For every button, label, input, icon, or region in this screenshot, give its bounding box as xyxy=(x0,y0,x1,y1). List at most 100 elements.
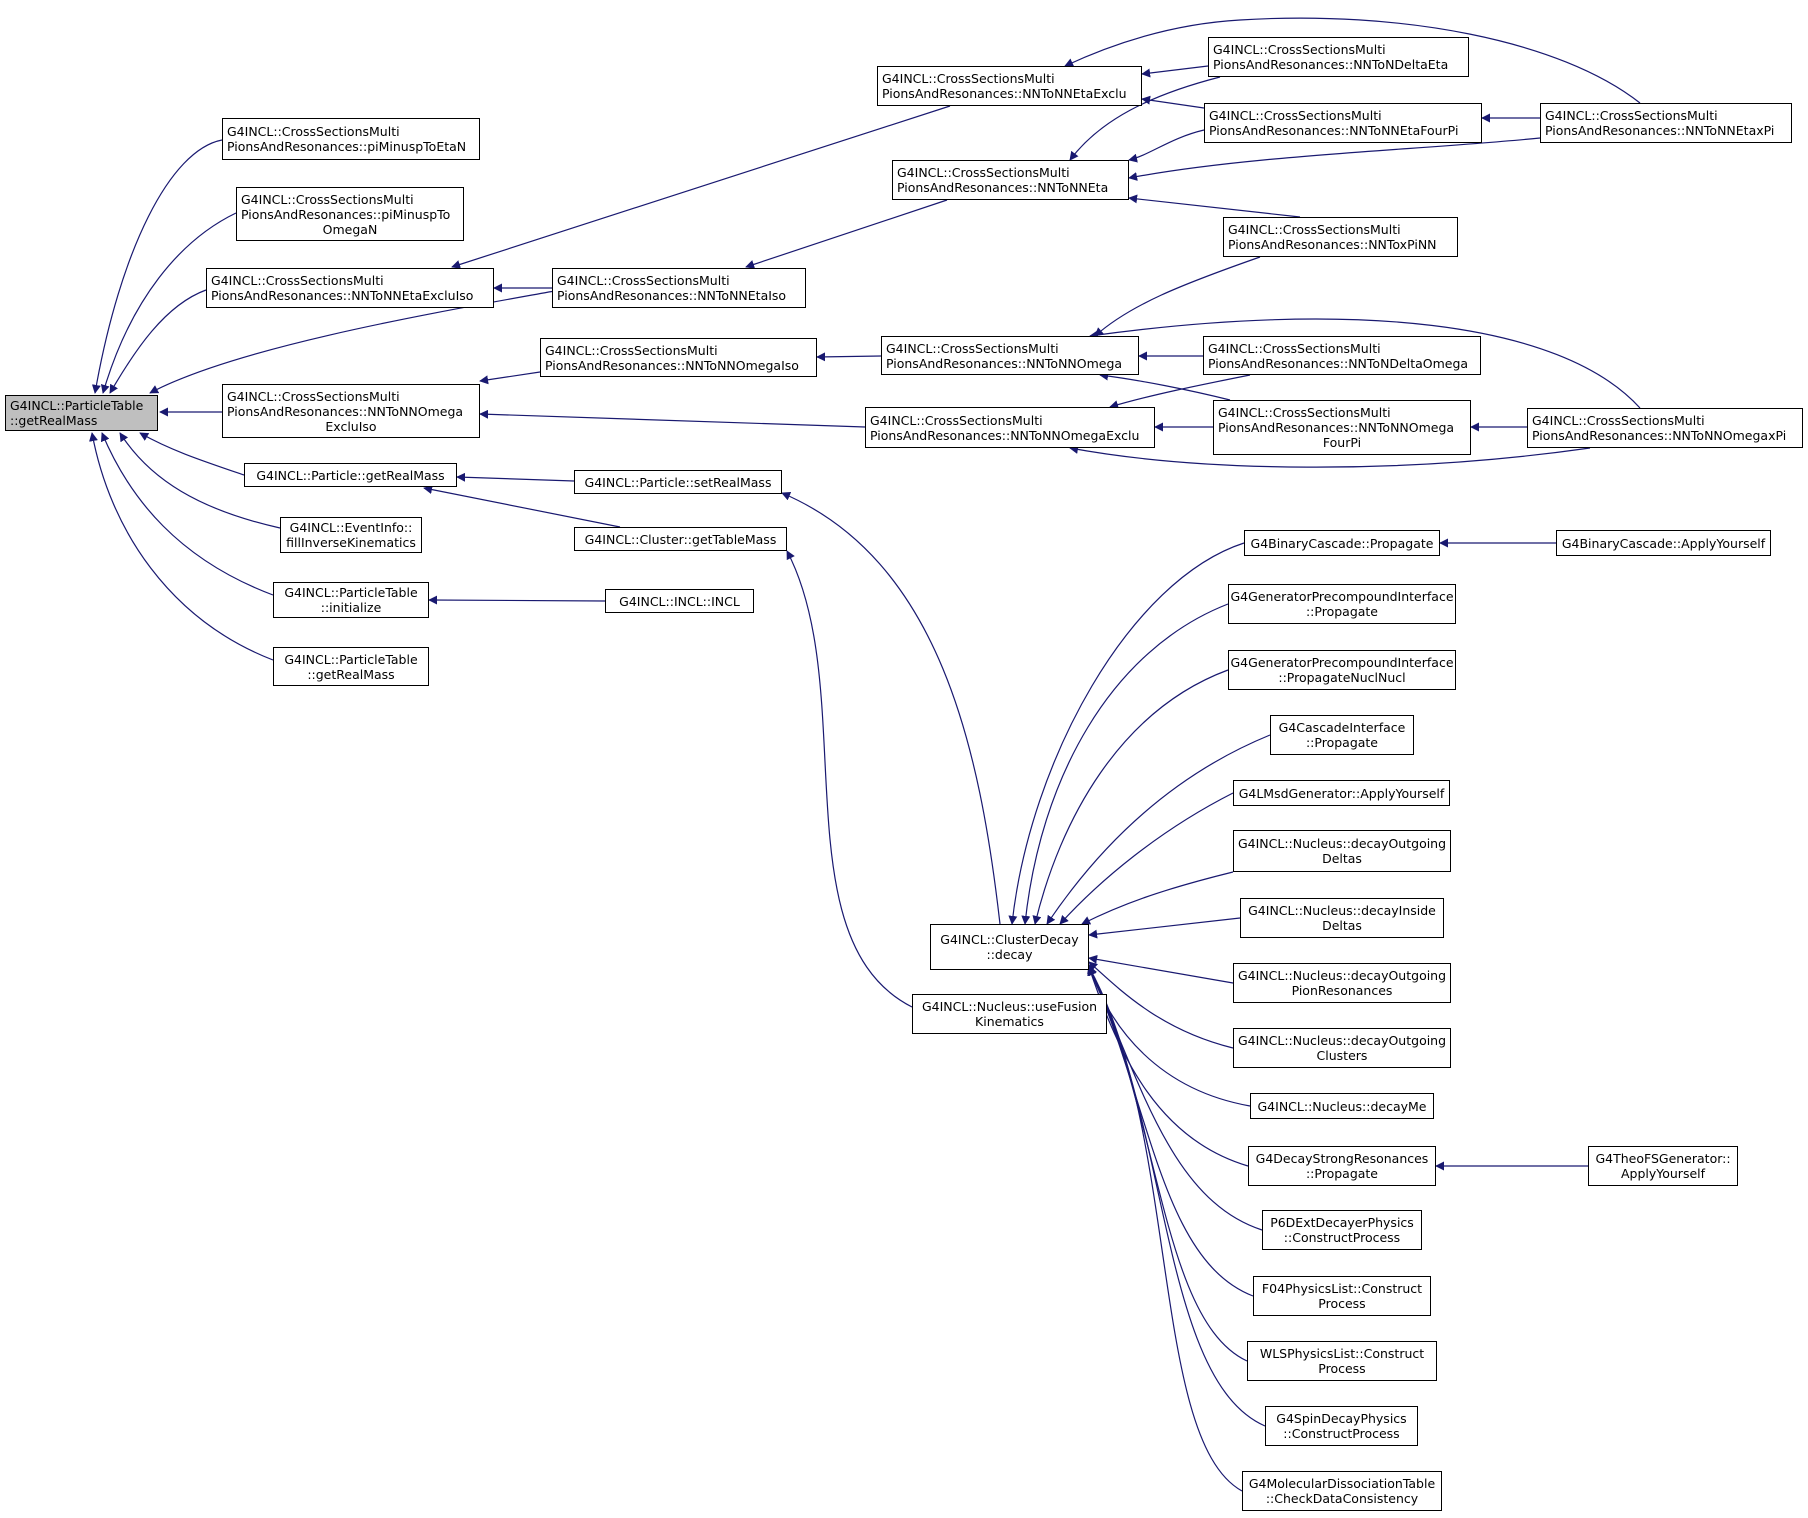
node-nn-to-nn-eta[interactable]: G4INCL::CrossSectionsMulti PionsAndReson… xyxy=(892,160,1129,200)
node-line: P6DExtDecayerPhysics xyxy=(1270,1215,1414,1230)
node-particle-get-real-mass[interactable]: G4INCL::Particle::getRealMass xyxy=(244,463,457,487)
node-line: ::PropagateNuclNucl xyxy=(1278,670,1406,685)
node-line: G4INCL::CrossSectionsMulti xyxy=(545,342,718,358)
node-line: ::getRealMass xyxy=(10,413,98,428)
edge-cluster-get-table-mass xyxy=(423,485,621,528)
node-line: Deltas xyxy=(1322,918,1362,933)
node-binary-cascade-propagate[interactable]: G4BinaryCascade::Propagate xyxy=(1244,530,1440,556)
node-line: G4INCL::ClusterDecay xyxy=(940,932,1079,947)
node-line: PionsAndResonances::NNToNNEtaExclu xyxy=(882,86,1127,101)
node-line: Process xyxy=(1318,1296,1366,1311)
node-line: PionsAndResonances::NNToNNEta xyxy=(897,180,1109,195)
edge-nn-to-nn-eta-xpi-3 xyxy=(1064,17,1641,104)
node-nn-to-nn-eta-xpi[interactable]: G4INCL::CrossSectionsMulti PionsAndReson… xyxy=(1540,103,1792,143)
node-line: ::getRealMass xyxy=(307,666,395,682)
node-particle-set-real-mass[interactable]: G4INCL::Particle::setRealMass xyxy=(574,470,782,494)
edge-p6d xyxy=(1088,966,1263,1231)
node-event-info-fill-inverse-kinematics[interactable]: G4INCL::EventInfo:: fillInverseKinematic… xyxy=(280,517,422,553)
node-f04-physics-list-construct-process[interactable]: F04PhysicsList::Construct Process xyxy=(1253,1276,1431,1316)
node-line: G4INCL::CrossSectionsMulti xyxy=(1209,108,1382,123)
edge-preco-propagate xyxy=(1021,603,1229,925)
node-line: G4INCL::ParticleTable xyxy=(284,651,418,667)
node-nn-to-nn-eta-exclu[interactable]: G4INCL::CrossSectionsMulti PionsAndReson… xyxy=(877,66,1142,106)
node-precompound-propagate[interactable]: G4GeneratorPrecompoundInterface ::Propag… xyxy=(1228,584,1456,624)
node-pi-minusp-to-eta-n[interactable]: G4INCL::CrossSectionsMulti PionsAndReson… xyxy=(222,118,480,160)
node-decay-inside-deltas[interactable]: G4INCL::Nucleus::decayInside Deltas xyxy=(1240,898,1444,938)
edge-use-fusion-to-table-mass xyxy=(786,550,913,1008)
node-nn-to-nn-eta-exclu-iso[interactable]: G4INCL::CrossSectionsMulti PionsAndReson… xyxy=(206,268,494,308)
node-line: G4INCL::Nucleus::decayOutgoing xyxy=(1237,968,1447,983)
edge-nn-to-n-delta-eta xyxy=(1141,65,1209,78)
edge-decay-outgoing-clusters xyxy=(1088,961,1234,1049)
node-nn-to-nn-omega-exclu[interactable]: G4INCL::CrossSectionsMulti PionsAndReson… xyxy=(865,407,1155,448)
edge-nn-to-nn-eta-exclu-iso xyxy=(109,289,207,394)
node-spin-decay-physics-construct-process[interactable]: G4SpinDecayPhysics ::ConstructProcess xyxy=(1265,1406,1418,1446)
node-line: Clusters xyxy=(1316,1048,1368,1063)
node-line: OmegaN xyxy=(322,221,378,237)
node-cascade-interface-propagate[interactable]: G4CascadeInterface ::Propagate xyxy=(1270,715,1414,755)
node-line: G4GeneratorPrecompoundInterface xyxy=(1230,655,1454,670)
node-decay-outgoing-deltas[interactable]: G4INCL::Nucleus::decayOutgoing Deltas xyxy=(1233,830,1451,872)
node-line: PionsAndResonances::NNToNNEtaxPi xyxy=(1545,123,1775,138)
node-line: ::Propagate xyxy=(1305,1166,1379,1181)
node-nn-to-nn-omega-xpi[interactable]: G4INCL::CrossSectionsMulti PionsAndReson… xyxy=(1527,408,1803,448)
edge-decay-me xyxy=(1087,964,1251,1107)
node-line: G4INCL::CrossSectionsMulti xyxy=(1208,340,1381,356)
node-cluster-decay[interactable]: G4INCL::ClusterDecay ::decay xyxy=(930,924,1089,970)
edge-molecular xyxy=(1088,966,1243,1492)
node-line: PionsAndResonances::NNToNDeltaEta xyxy=(1213,57,1449,72)
node-line: G4INCL::CrossSectionsMulti xyxy=(1532,413,1705,428)
edge-nn-to-nn-omega-iso xyxy=(479,371,541,385)
node-line: Kinematics xyxy=(975,1014,1044,1029)
node-line: G4INCL::CrossSectionsMulti xyxy=(227,388,400,404)
node-line: PionsAndResonances::NNToNNOmegaExclu xyxy=(870,427,1140,443)
node-line: G4INCL::CrossSectionsMulti xyxy=(557,273,730,288)
node-nn-to-xpi-nn[interactable]: G4INCL::CrossSectionsMulti PionsAndReson… xyxy=(1223,217,1458,257)
node-nn-to-nn-eta-four-pi[interactable]: G4INCL::CrossSectionsMulti PionsAndReson… xyxy=(1204,103,1482,143)
node-nn-to-n-delta-eta[interactable]: G4INCL::CrossSectionsMulti PionsAndReson… xyxy=(1208,37,1469,77)
node-decay-me[interactable]: G4INCL::Nucleus::decayMe xyxy=(1250,1093,1434,1119)
node-nn-to-nn-omega[interactable]: G4INCL::CrossSectionsMulti PionsAndReson… xyxy=(881,336,1139,375)
node-decay-outgoing-pion-resonances[interactable]: G4INCL::Nucleus::decayOutgoing PionReson… xyxy=(1233,963,1451,1003)
node-particle-table-get-real-mass-overload[interactable]: G4INCL::ParticleTable ::getRealMass xyxy=(273,647,429,686)
node-nn-to-nn-eta-iso[interactable]: G4INCL::CrossSectionsMulti PionsAndReson… xyxy=(552,268,806,308)
node-line: ::ConstructProcess xyxy=(1283,1230,1401,1245)
node-precompound-propagate-nucl-nucl[interactable]: G4GeneratorPrecompoundInterface ::Propag… xyxy=(1228,650,1456,690)
node-wls-physics-list-construct-process[interactable]: WLSPhysicsList::Construct Process xyxy=(1247,1341,1437,1381)
node-incl-incl[interactable]: G4INCL::INCL::INCL xyxy=(605,589,754,613)
node-particle-table-get-real-mass[interactable]: G4INCL::ParticleTable ::getRealMass xyxy=(5,395,158,431)
node-line: ExcluIso xyxy=(325,418,377,434)
node-use-fusion-kinematics[interactable]: G4INCL::Nucleus::useFusion Kinematics xyxy=(912,994,1107,1034)
node-line: G4INCL::CrossSectionsMulti xyxy=(1218,405,1391,420)
node-line: G4INCL::Particle::setRealMass xyxy=(584,474,772,490)
edge-nn-to-nn-omega-xpi-2 xyxy=(1089,318,1641,409)
node-binary-cascade-apply-yourself[interactable]: G4BinaryCascade::ApplyYourself xyxy=(1556,530,1771,556)
node-decay-outgoing-clusters[interactable]: G4INCL::Nucleus::decayOutgoing Clusters xyxy=(1233,1028,1451,1068)
node-line: PionsAndResonances::NNToNNEtaFourPi xyxy=(1209,123,1459,138)
node-line: G4INCL::Nucleus::decayOutgoing xyxy=(1237,836,1447,851)
node-decay-strong-resonances-propagate[interactable]: G4DecayStrongResonances ::Propagate xyxy=(1248,1146,1436,1186)
node-line: G4INCL::INCL::INCL xyxy=(619,593,740,609)
node-nn-to-nn-omega-exclu-iso[interactable]: G4INCL::CrossSectionsMulti PionsAndReson… xyxy=(222,384,480,438)
node-molecular-dissociation-check-data[interactable]: G4MolecularDissociationTable ::CheckData… xyxy=(1242,1471,1442,1511)
edge-lmsd-apply xyxy=(1059,792,1234,925)
node-cluster-get-table-mass[interactable]: G4INCL::Cluster::getTableMass xyxy=(574,527,787,551)
node-nn-to-nn-omega-four-pi[interactable]: G4INCL::CrossSectionsMulti PionsAndReson… xyxy=(1213,400,1471,455)
node-pi-minusp-to-omega-n[interactable]: G4INCL::CrossSectionsMulti PionsAndReson… xyxy=(236,187,464,241)
node-particle-table-initialize[interactable]: G4INCL::ParticleTable ::initialize xyxy=(273,582,429,618)
node-nn-to-n-delta-omega[interactable]: G4INCL::CrossSectionsMulti PionsAndReson… xyxy=(1203,336,1481,375)
node-line: PionsAndResonances::NNToNNEtaIso xyxy=(557,288,787,303)
node-lmsd-generator-apply-yourself[interactable]: G4LMsdGenerator::ApplyYourself xyxy=(1233,780,1450,806)
node-line: ::CheckDataConsistency xyxy=(1265,1491,1419,1506)
node-nn-to-nn-omega-iso[interactable]: G4INCL::CrossSectionsMulti PionsAndReson… xyxy=(540,338,817,377)
node-theo-fs-generator-apply-yourself[interactable]: G4TheoFSGenerator:: ApplyYourself xyxy=(1588,1146,1738,1186)
edge-nn-to-nn-omega-four-pi-2 xyxy=(1099,371,1231,401)
node-p6d-ext-decayer-construct-process[interactable]: P6DExtDecayerPhysics ::ConstructProcess xyxy=(1262,1210,1422,1250)
node-line: G4INCL::CrossSectionsMulti xyxy=(1545,108,1718,123)
edge-decay-strong xyxy=(1087,966,1249,1167)
node-line: G4TheoFSGenerator:: xyxy=(1595,1151,1731,1166)
node-line: G4INCL::Particle::getRealMass xyxy=(256,467,445,483)
node-line: G4INCL::CrossSectionsMulti xyxy=(211,273,384,288)
